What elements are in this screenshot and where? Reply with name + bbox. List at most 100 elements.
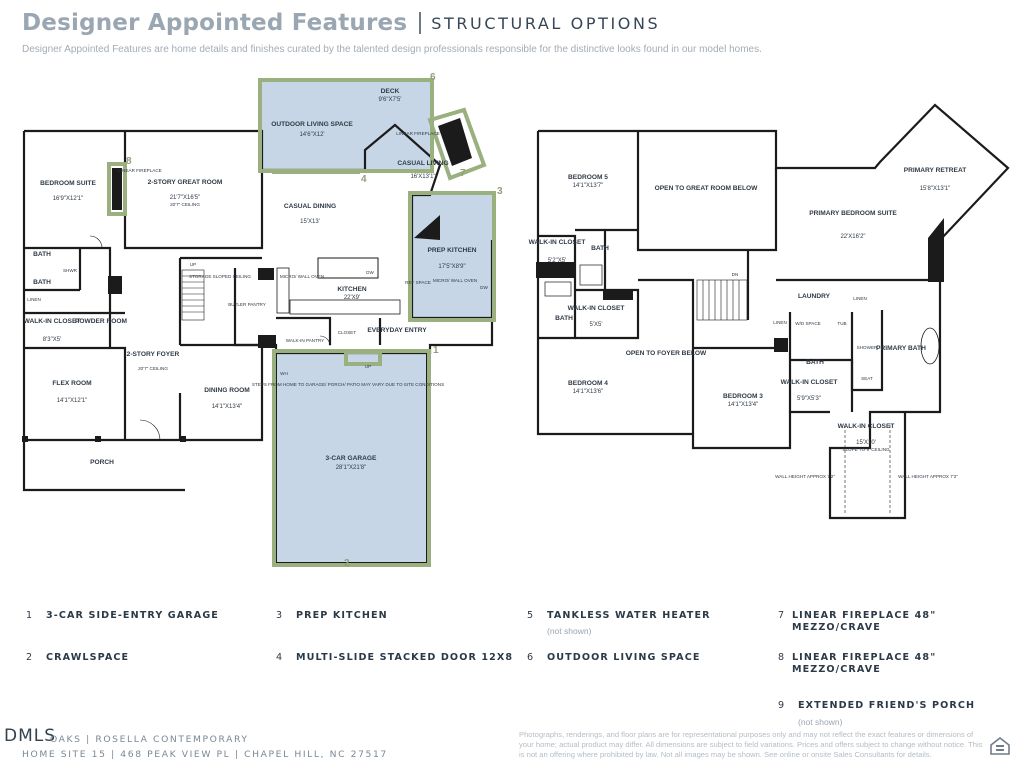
svg-text:WALL HEIGHT APPROX 7'2": WALL HEIGHT APPROX 7'2" <box>775 474 835 479</box>
svg-text:LINEAR FIREPLACE: LINEAR FIREPLACE <box>396 131 439 136</box>
svg-text:STORAGE SLOPED CEILING: STORAGE SLOPED CEILING <box>189 274 251 279</box>
svg-text:15'X10': 15'X10' <box>856 440 876 446</box>
svg-text:BATH: BATH <box>806 359 824 366</box>
svg-text:CLOSET: CLOSET <box>338 330 357 335</box>
svg-text:MICRO/ WALL OVEN: MICRO/ WALL OVEN <box>433 278 477 283</box>
svg-text:DW: DW <box>366 270 374 275</box>
svg-text:SHOWER: SHOWER <box>857 345 878 350</box>
svg-text:OPEN TO GREAT ROOM BELOW: OPEN TO GREAT ROOM BELOW <box>655 185 758 192</box>
legend-item: 3 PREP KITCHEN <box>276 610 388 621</box>
legend-item: 2 CRAWLSPACE <box>26 652 130 663</box>
svg-text:POWDER ROOM: POWDER ROOM <box>75 318 128 325</box>
svg-text:PRIMARY BATH: PRIMARY BATH <box>876 345 926 352</box>
svg-text:DN: DN <box>732 272 739 277</box>
svg-text:14'1"X13'6": 14'1"X13'6" <box>573 389 604 395</box>
svg-text:BEDROOM 4: BEDROOM 4 <box>568 380 608 387</box>
svg-text:22'X9': 22'X9' <box>344 295 360 301</box>
legend-item: 1 3-CAR SIDE-ENTRY GARAGE <box>26 610 219 621</box>
svg-text:20'7" CEILING: 20'7" CEILING <box>170 202 200 207</box>
svg-text:14'1"X13'7": 14'1"X13'7" <box>573 183 604 189</box>
svg-text:BEDROOM SUITE: BEDROOM SUITE <box>40 180 96 187</box>
svg-text:21'7"X16'5": 21'7"X16'5" <box>170 195 201 201</box>
page-title: Designer Appointed Features <box>22 10 408 36</box>
legend-item: 9 EXTENDED FRIEND'S PORCH <box>778 700 976 711</box>
legend-item: 6 OUTDOOR LIVING SPACE <box>527 652 701 663</box>
svg-text:DINING ROOM: DINING ROOM <box>204 387 250 394</box>
svg-text:2-STORY GREAT ROOM: 2-STORY GREAT ROOM <box>148 179 223 186</box>
svg-text:28'1"X21'8": 28'1"X21'8" <box>336 465 367 471</box>
svg-text:2: 2 <box>344 558 350 569</box>
svg-text:PREP KITCHEN: PREP KITCHEN <box>428 247 477 254</box>
svg-text:EVERYDAY ENTRY: EVERYDAY ENTRY <box>367 327 427 334</box>
svg-text:WH: WH <box>280 371 288 376</box>
svg-text:WALK-IN CLOSET: WALK-IN CLOSET <box>838 423 895 430</box>
svg-text:BATH: BATH <box>33 279 51 286</box>
svg-text:5'X5': 5'X5' <box>590 322 603 328</box>
svg-text:LAUNDRY: LAUNDRY <box>798 293 831 300</box>
svg-text:DW: DW <box>480 285 488 290</box>
svg-text:4: 4 <box>361 174 367 185</box>
svg-text:W/D SPACE: W/D SPACE <box>795 321 820 326</box>
legend-note: (not shown) <box>798 717 843 727</box>
svg-text:7: 7 <box>460 168 466 179</box>
svg-text:20'7" CEILING: 20'7" CEILING <box>138 366 168 371</box>
prep-kitchen-shade <box>412 195 492 318</box>
legend-item: 7 LINEAR FIREPLACE 48" MEZZO/CRAVE <box>778 610 937 633</box>
home-site-address: HOME SITE 15 | 468 PEAK VIEW PL | CHAPEL… <box>22 749 388 760</box>
svg-text:16'9"X12'1": 16'9"X12'1" <box>53 196 84 202</box>
svg-text:WALL HEIGHT APPROX 7'2": WALL HEIGHT APPROX 7'2" <box>898 474 958 479</box>
svg-text:LINEAR FIREPLACE: LINEAR FIREPLACE <box>118 168 161 173</box>
svg-text:14'1"X12'1": 14'1"X12'1" <box>57 398 88 404</box>
svg-text:WALK-IN PANTRY: WALK-IN PANTRY <box>286 338 324 343</box>
svg-text:SEAT: SEAT <box>861 376 873 381</box>
svg-text:5'9"X5'3": 5'9"X5'3" <box>797 396 821 402</box>
svg-text:UP: UP <box>365 364 371 369</box>
svg-text:BATH: BATH <box>555 315 573 322</box>
svg-text:MICRO/ WALL OVEN: MICRO/ WALL OVEN <box>280 274 324 279</box>
page-header: Designer Appointed Features STRUCTURAL O… <box>22 10 660 36</box>
svg-text:FLEX ROOM: FLEX ROOM <box>52 380 92 387</box>
svg-text:SHWR: SHWR <box>63 268 78 273</box>
svg-text:5'2"X5': 5'2"X5' <box>548 258 566 264</box>
svg-text:6: 6 <box>430 72 436 83</box>
community-name: OAKS | ROSELLA CONTEMPORARY <box>50 734 249 745</box>
equal-housing-icon <box>990 736 1010 755</box>
svg-text:17'5"X8'9": 17'5"X8'9" <box>438 264 465 270</box>
svg-text:REF SPACE: REF SPACE <box>405 280 431 285</box>
legend-item: 5 TANKLESS WATER HEATER <box>527 610 711 621</box>
svg-text:14'6"X12': 14'6"X12' <box>299 132 324 138</box>
outdoor-living-shade <box>262 82 430 169</box>
svg-text:1: 1 <box>433 345 439 356</box>
legend-note: (not shown) <box>547 626 592 636</box>
svg-text:3: 3 <box>497 186 503 197</box>
legend-item: 8 LINEAR FIREPLACE 48" MEZZO/CRAVE <box>778 652 937 675</box>
svg-text:8'3"X5': 8'3"X5' <box>43 337 61 343</box>
svg-text:15'X13': 15'X13' <box>300 219 320 225</box>
svg-text:DECK: DECK <box>381 88 400 95</box>
section-title: STRUCTURAL OPTIONS <box>431 13 661 33</box>
svg-text:UP: UP <box>190 262 196 267</box>
svg-text:9'6"X7'5': 9'6"X7'5' <box>379 97 402 103</box>
svg-text:PORCH: PORCH <box>90 459 114 466</box>
svg-text:14'1"X13'4": 14'1"X13'4" <box>728 402 759 408</box>
svg-text:16'X13'1": 16'X13'1" <box>410 174 435 180</box>
disclaimer-text: Photographs, renderings, and floor plans… <box>519 730 983 759</box>
svg-text:CASUAL LIVING: CASUAL LIVING <box>397 160 448 167</box>
svg-text:WALK-IN CLOSET: WALK-IN CLOSET <box>781 379 838 386</box>
svg-text:BATH: BATH <box>33 251 51 258</box>
svg-text:CASUAL DINING: CASUAL DINING <box>284 203 336 210</box>
svg-text:KITCHEN: KITCHEN <box>337 286 367 293</box>
svg-text:PRIMARY BEDROOM SUITE: PRIMARY BEDROOM SUITE <box>809 210 897 217</box>
svg-text:OUTDOOR LIVING SPACE: OUTDOOR LIVING SPACE <box>271 121 353 128</box>
svg-text:LINEN: LINEN <box>853 296 867 301</box>
svg-text:BUTLER PANTRY: BUTLER PANTRY <box>228 302 266 307</box>
svg-text:2-STORY FOYER: 2-STORY FOYER <box>127 351 180 358</box>
svg-text:STEPS FROM HOME TO GARAGE/ POR: STEPS FROM HOME TO GARAGE/ PORCH/ PATIO … <box>252 382 444 387</box>
svg-text:WALK-IN CLOSET: WALK-IN CLOSET <box>568 305 625 312</box>
title-divider <box>419 12 422 34</box>
svg-text:LINEN: LINEN <box>773 320 787 325</box>
dmls-logo: DMLS <box>4 726 57 746</box>
svg-text:OPEN TO FOYER BELOW: OPEN TO FOYER BELOW <box>626 350 707 357</box>
floor-plans: BEDROOM SUITE 16'9"X12'1" LINEAR FIREPLA… <box>22 72 1010 569</box>
svg-text:3-CAR GARAGE: 3-CAR GARAGE <box>326 455 378 462</box>
